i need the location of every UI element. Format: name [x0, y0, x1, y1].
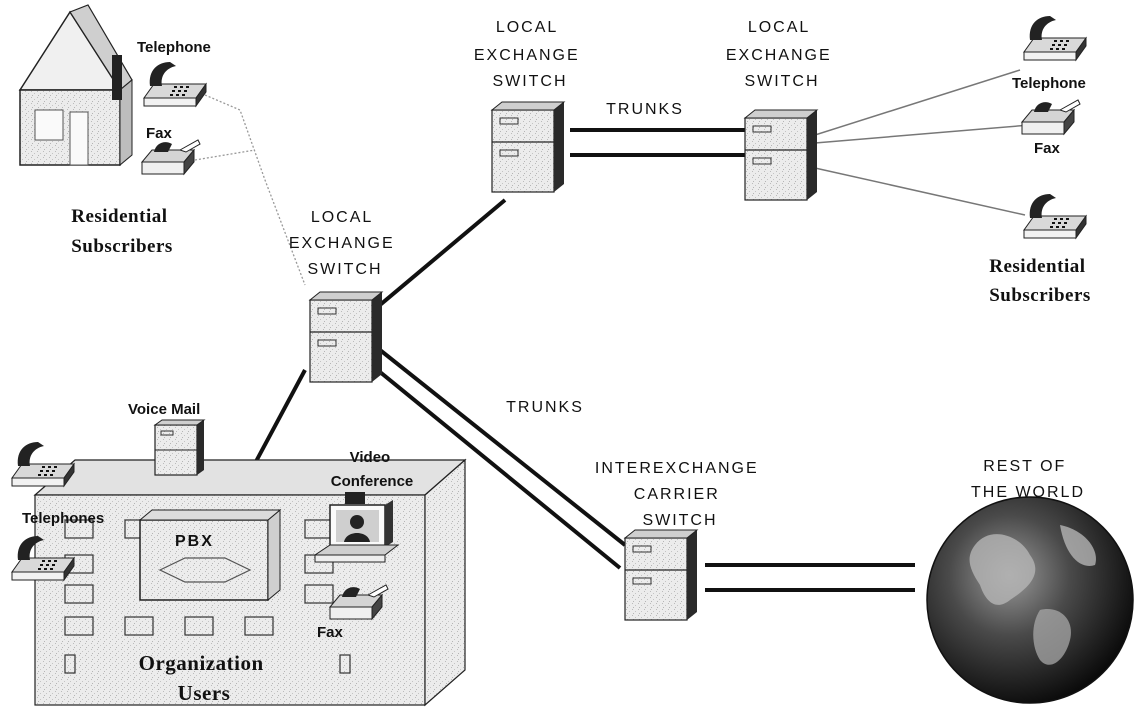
label-line: LOCAL [311, 209, 373, 226]
fax-icon-left [142, 140, 200, 174]
label-line: THE WORLD [971, 484, 1085, 501]
line-to-telephone-right [815, 70, 1020, 135]
trunk-center-to-topleft-switch [380, 200, 505, 305]
label-line: SWITCH [307, 261, 382, 278]
line-fax-left [195, 150, 255, 160]
label-local-switch-center: LOCAL EXCHANGE SWITCH [289, 209, 401, 278]
line-telephone-left [205, 95, 305, 285]
label-local-switch-top-right: LOCAL EXCHANGE SWITCH [726, 19, 838, 90]
label-line: Video [350, 449, 391, 466]
label-line: Residential [71, 206, 167, 227]
residential-phone-icon-right [1024, 194, 1086, 238]
label-residential-right: Residential Subscribers [989, 256, 1091, 306]
label-telephone-right: Telephone [1012, 75, 1086, 92]
label-interexchange-switch: INTEREXCHANGE CARRIER SWITCH [595, 460, 765, 529]
line-to-residential-phone-right [815, 168, 1025, 215]
label-line: SWITCH [744, 73, 819, 90]
label-line: Users [178, 681, 231, 705]
label-line: Organization [139, 651, 264, 675]
local-exchange-switch-top-right [745, 110, 817, 200]
label-telephone-left: Telephone [137, 39, 211, 56]
label-fax-right: Fax [1034, 140, 1061, 157]
label-line: Subscribers [989, 285, 1091, 306]
label-line: SWITCH [492, 73, 567, 90]
local-exchange-switch-top-left [492, 102, 564, 192]
label-pbx: PBX [175, 533, 214, 550]
label-line: SWITCH [642, 512, 717, 529]
label-line: Conference [331, 473, 414, 490]
label-trunks-top: TRUNKS [606, 101, 684, 118]
label-fax-left: Fax [146, 125, 173, 142]
label-line: EXCHANGE [726, 47, 832, 64]
label-line: REST OF [983, 458, 1066, 475]
label-telephones: Telephones [22, 510, 104, 527]
label-line: Subscribers [71, 236, 173, 257]
label-line: EXCHANGE [474, 47, 580, 64]
label-rest-of-world: REST OF THE WORLD [971, 458, 1085, 501]
label-local-switch-top-left: LOCAL EXCHANGE SWITCH [474, 19, 586, 90]
fax-icon-right [1022, 100, 1080, 134]
line-to-fax-right [815, 125, 1030, 143]
label-trunks-middle: TRUNKS [506, 399, 584, 416]
label-fax-org: Fax [317, 624, 344, 641]
label-line: INTEREXCHANGE [595, 460, 759, 477]
label-voice-mail: Voice Mail [128, 401, 200, 418]
label-line: LOCAL [748, 19, 810, 36]
telephone-icon-left [144, 62, 206, 106]
telephone-icon-right [1024, 16, 1086, 60]
voice-mail-server-icon [155, 420, 204, 475]
globe-icon [927, 497, 1133, 703]
label-line: CARRIER [634, 486, 720, 503]
label-line: LOCAL [496, 19, 558, 36]
telephone-icon-org-1 [12, 442, 74, 486]
interexchange-carrier-switch [625, 530, 697, 620]
house-icon [20, 5, 132, 165]
pbx-box [140, 510, 280, 600]
local-exchange-switch-center [310, 292, 382, 382]
label-line: Residential [989, 256, 1085, 277]
label-residential-left: Residential Subscribers [71, 206, 173, 257]
label-line: EXCHANGE [289, 235, 395, 252]
